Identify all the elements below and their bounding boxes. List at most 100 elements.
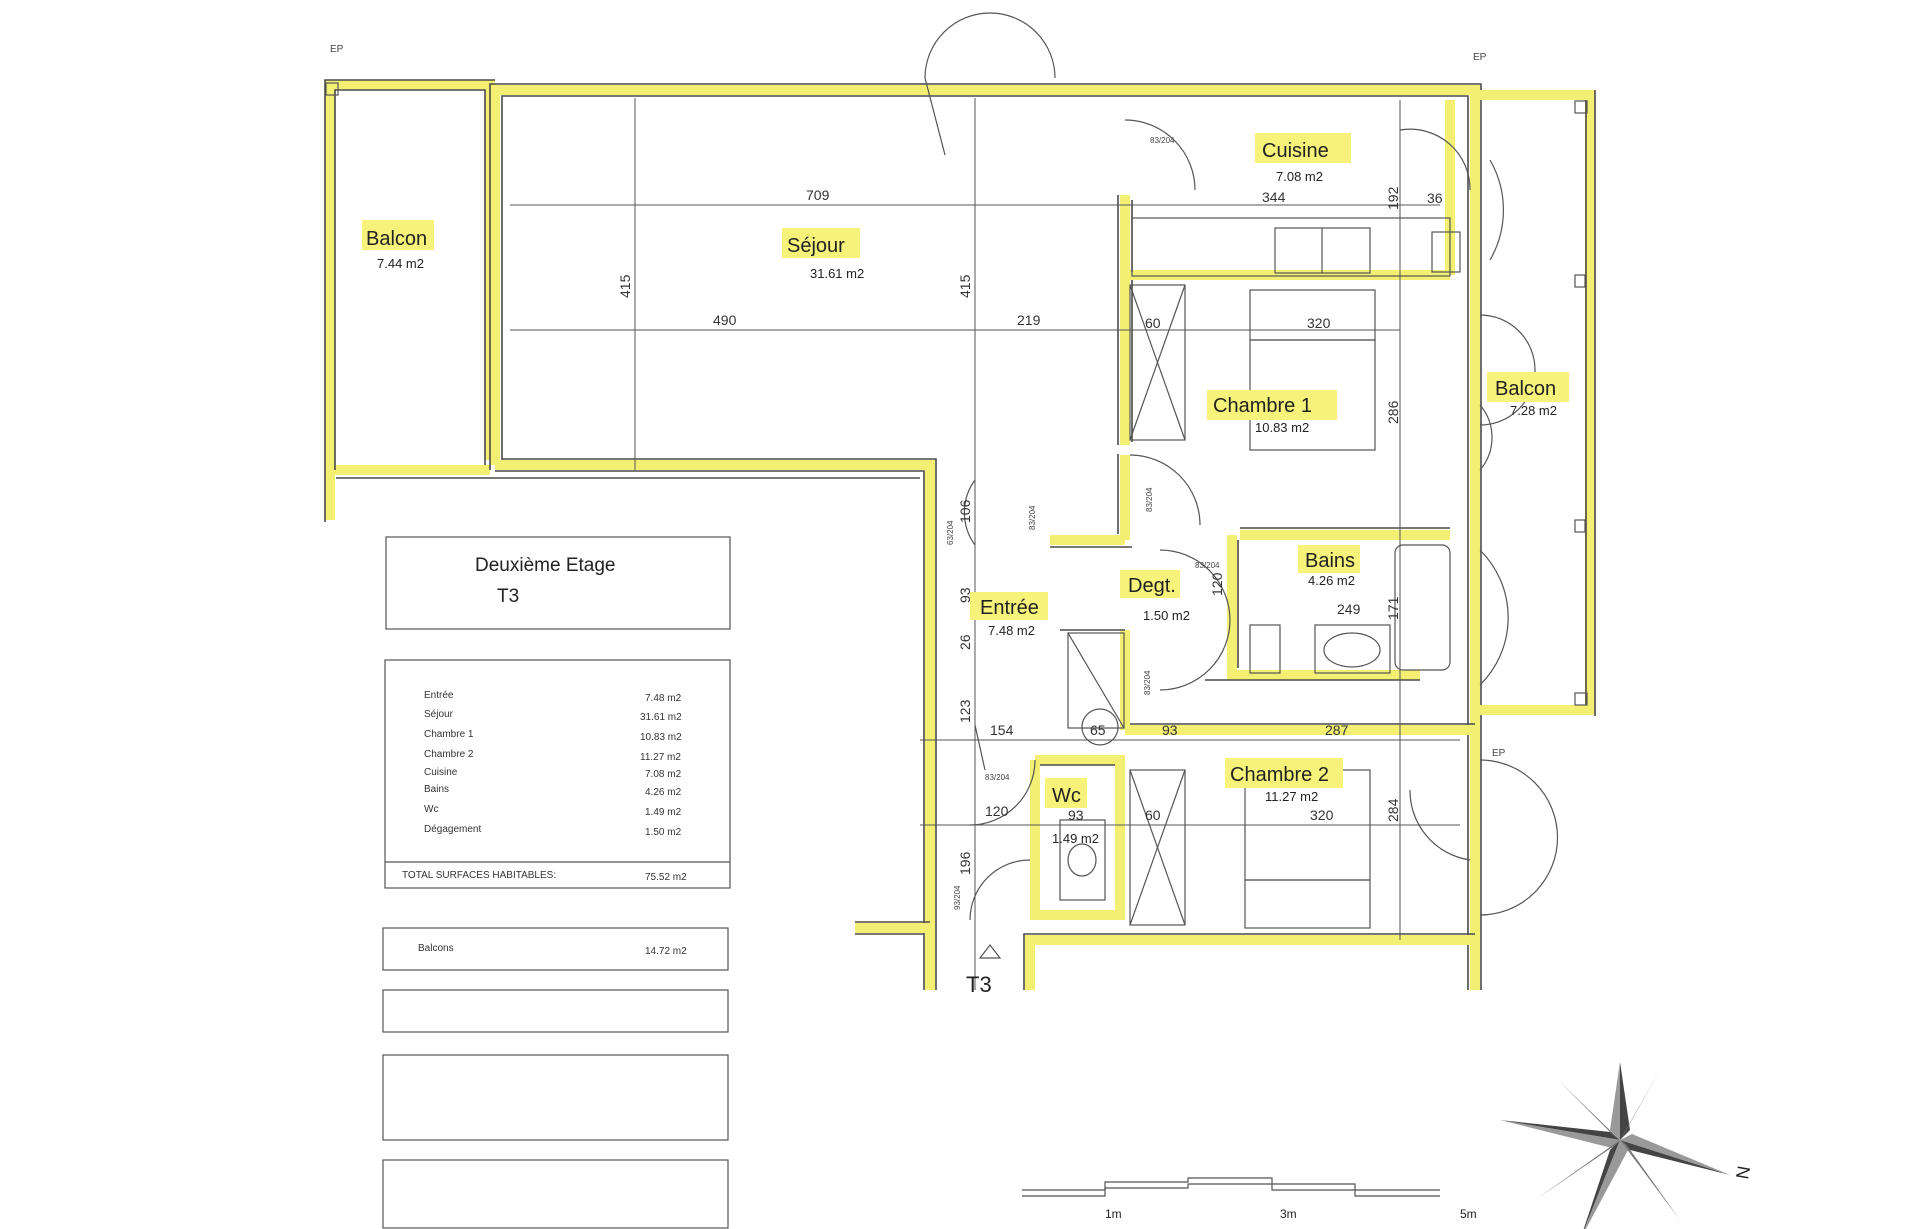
dim-120-degt: 120	[1209, 572, 1225, 596]
scale-label-5m: 5m	[1460, 1207, 1477, 1221]
dim-320-top: 320	[1307, 315, 1331, 331]
dim-93-horizontal: 93	[1162, 722, 1178, 738]
door-code-entry-side: 63/204	[946, 520, 955, 545]
door-code-entry: 93/204	[953, 885, 962, 910]
downpipe-icon	[325, 82, 339, 96]
dim-286: 286	[1385, 400, 1401, 424]
room-area-chambre2: 11.27 m2	[1265, 789, 1318, 804]
dim-284: 284	[1385, 798, 1401, 822]
table-total-label: TOTAL SURFACES HABITABLES:	[402, 870, 556, 881]
dim-219: 219	[1017, 312, 1041, 328]
dim-123: 123	[957, 699, 973, 723]
railing-post-icon	[1574, 274, 1586, 288]
dim-120-wc: 120	[985, 803, 1009, 819]
scale-label-1m: 1m	[1105, 1207, 1122, 1221]
dim-60-bottom: 60	[1145, 807, 1161, 823]
interior-walls	[1030, 100, 1475, 920]
title-block: Deuxième Etage T3	[385, 536, 731, 630]
scale-bar: 1m 3m 5m	[1022, 1177, 1477, 1221]
door-code-kitchen: 83/204	[1150, 136, 1175, 145]
dim-320-bottom: 320	[1310, 807, 1334, 823]
bidet-icon	[1249, 624, 1281, 674]
toilet-icon	[1059, 819, 1106, 901]
dim-249: 249	[1337, 601, 1361, 617]
water-heater	[1067, 632, 1125, 729]
table-value-6: 1.49 m2	[645, 807, 682, 818]
dim-709: 709	[806, 187, 830, 203]
door-code-degt: 83/204	[1143, 670, 1152, 695]
dimension-labels: 709 344 192 36 415 415 490 219 60 320 28…	[617, 186, 1443, 875]
bathtub-icon	[1394, 544, 1451, 671]
room-name-degt: Degt.	[1128, 575, 1176, 597]
title-line1: Deuxième Etage	[475, 555, 615, 576]
door-codes: 83/204 83/204 83/204 63/204 83/204 83/20…	[946, 136, 1220, 910]
west-balcony-walls	[324, 79, 495, 522]
table-label-7: Dégagement	[424, 824, 481, 835]
ep-marker-east: EP	[1492, 748, 1506, 759]
wardrobe	[1129, 769, 1186, 926]
compass-north-label: N	[1732, 1164, 1754, 1180]
room-name-chambre2: Chambre 2	[1230, 764, 1329, 786]
room-area-degt: 1.50 m2	[1143, 608, 1190, 623]
table-label-6: Wc	[424, 804, 438, 815]
downpipe-icon	[1574, 100, 1588, 114]
table-label-1: Séjour	[424, 709, 454, 720]
room-area-bains: 4.26 m2	[1308, 573, 1355, 588]
dim-196: 196	[957, 851, 973, 875]
dim-344: 344	[1262, 189, 1286, 205]
table-label-3: Chambre 2	[424, 749, 474, 760]
table-label-4: Cuisine	[424, 767, 458, 778]
dim-93-wc: 93	[1068, 807, 1084, 823]
empty-box	[382, 1054, 729, 1141]
table-label-0: Entrée	[424, 690, 454, 701]
ep-marker-west: EP	[330, 44, 344, 55]
room-area-sejour: 31.61 m2	[810, 266, 864, 281]
door-code-bains: 83/204	[1195, 561, 1220, 570]
washbasin-icon	[1314, 624, 1391, 674]
door-code-sejour: 83/204	[1028, 505, 1037, 530]
room-name-entree: Entrée	[980, 597, 1039, 619]
dim-192: 192	[1385, 186, 1401, 210]
ep-marker-north: EP	[1473, 52, 1487, 63]
room-area-balcon-west: 7.44 m2	[377, 256, 424, 271]
compass-rose-icon	[1500, 1062, 1730, 1229]
entry-marker: T3	[966, 972, 992, 997]
fixtures	[1059, 217, 1461, 929]
table-value-7: 1.50 m2	[645, 827, 682, 838]
dimension-lines	[510, 98, 1460, 990]
room-name-balcon-east: Balcon	[1495, 378, 1556, 400]
entry-arrow-icon	[978, 944, 1002, 959]
title-line2: T3	[497, 586, 519, 607]
table-total-value: 75.52 m2	[645, 872, 687, 883]
empty-box	[382, 989, 729, 1033]
room-area-balcon-east: 7.28 m2	[1510, 403, 1557, 418]
balcons-value: 14.72 m2	[645, 946, 687, 957]
room-name-bains: Bains	[1305, 550, 1355, 572]
table-label-2: Chambre 1	[424, 729, 474, 740]
room-area-chambre1: 10.83 m2	[1255, 420, 1309, 435]
wardrobe	[1129, 284, 1186, 441]
dim-415-left: 415	[617, 274, 633, 298]
downpipe-icon	[1574, 692, 1588, 706]
room-labels: Balcon 7.44 m2 Séjour 31.61 m2 Cuisine 7…	[366, 140, 1557, 846]
area-table: Entrée 7.48 m2 Séjour 31.61 m2 Chambre 1…	[384, 659, 731, 889]
dim-415-right: 415	[957, 274, 973, 298]
table-label-5: Bains	[424, 784, 449, 795]
table-value-5: 4.26 m2	[645, 787, 682, 798]
room-name-cuisine: Cuisine	[1262, 140, 1329, 162]
room-area-wc: 1.49 m2	[1052, 831, 1099, 846]
empty-box	[382, 1159, 729, 1229]
table-value-0: 7.48 m2	[645, 693, 682, 704]
dim-287: 287	[1325, 722, 1349, 738]
table-value-4: 7.08 m2	[645, 769, 682, 780]
kitchen-counter	[1131, 217, 1451, 277]
room-name-wc: Wc	[1052, 785, 1081, 807]
doors	[924, 12, 1559, 921]
label-highlights	[362, 133, 1569, 808]
railing-post-icon	[1574, 519, 1586, 533]
room-name-sejour: Séjour	[787, 235, 845, 257]
east-balcony-walls	[1480, 90, 1596, 716]
door-code-wc: 83/204	[985, 773, 1010, 782]
room-name-chambre1: Chambre 1	[1213, 395, 1312, 417]
